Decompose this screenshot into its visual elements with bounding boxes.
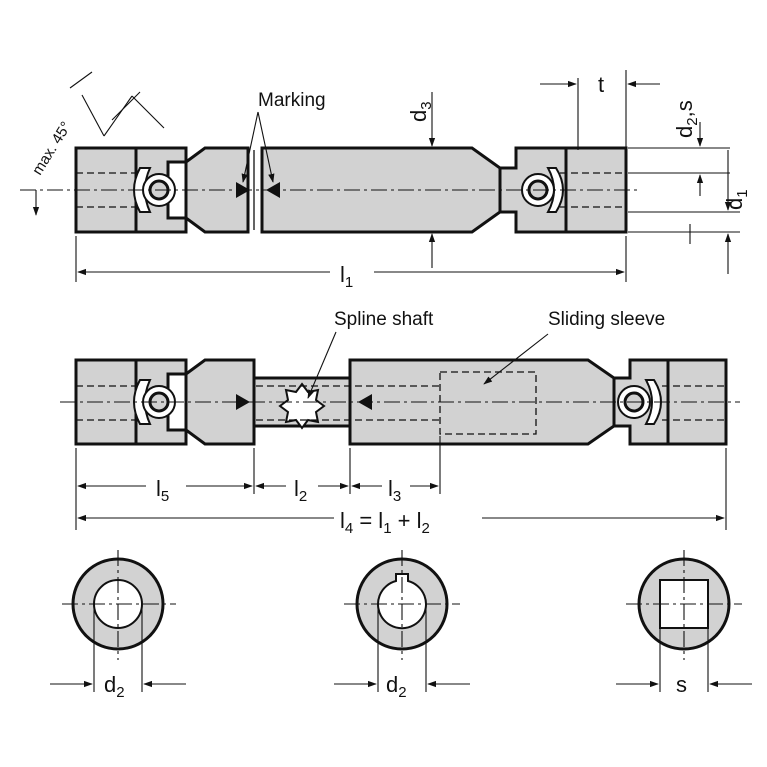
tele-left-inner-yoke: [184, 358, 256, 446]
svg-text:l5: l5: [156, 476, 169, 505]
svg-text:l4 = l1 + l2: l4 = l1 + l2: [340, 508, 430, 537]
marking-label: Marking: [258, 90, 326, 111]
sleeve-hidden-bore: [439, 371, 537, 435]
telescopic-view: [60, 358, 740, 446]
bore-view-square: s: [616, 550, 752, 697]
dim-l4: l4 = l1 + l2: [77, 508, 725, 537]
svg-text:l2: l2: [294, 476, 307, 505]
svg-text:d2,s: d2,s: [672, 100, 701, 138]
max-angle-label: max. 45°: [29, 119, 75, 178]
bore-s-label: s: [676, 672, 687, 697]
dim-d1: d1: [628, 150, 751, 274]
bore-view-keyway: d2: [334, 550, 470, 701]
marking-triangle-right: [266, 182, 280, 198]
spline-profile: [278, 382, 326, 430]
dim-l5-l2-l3: l5 l2 l3: [75, 436, 727, 530]
svg-text:l1: l1: [340, 262, 353, 291]
t-label: t: [598, 72, 604, 97]
dim-l1: l1: [75, 236, 627, 291]
spline-shaft-label: Spline shaft: [334, 309, 434, 330]
top-view-double-joint: [20, 146, 640, 234]
marking-triangle-left: [236, 182, 250, 198]
svg-text:d2: d2: [386, 672, 407, 701]
svg-text:d2: d2: [104, 672, 125, 701]
dim-d3: d3: [406, 92, 436, 268]
svg-text:d3: d3: [406, 101, 435, 122]
svg-text:l3: l3: [388, 476, 401, 505]
dim-t: t: [540, 70, 660, 150]
dim-d2-s: d2,s: [628, 100, 730, 196]
bore-view-round: d2: [50, 550, 186, 701]
svg-text:d1: d1: [722, 189, 751, 210]
sliding-sleeve-label: Sliding sleeve: [548, 309, 665, 330]
